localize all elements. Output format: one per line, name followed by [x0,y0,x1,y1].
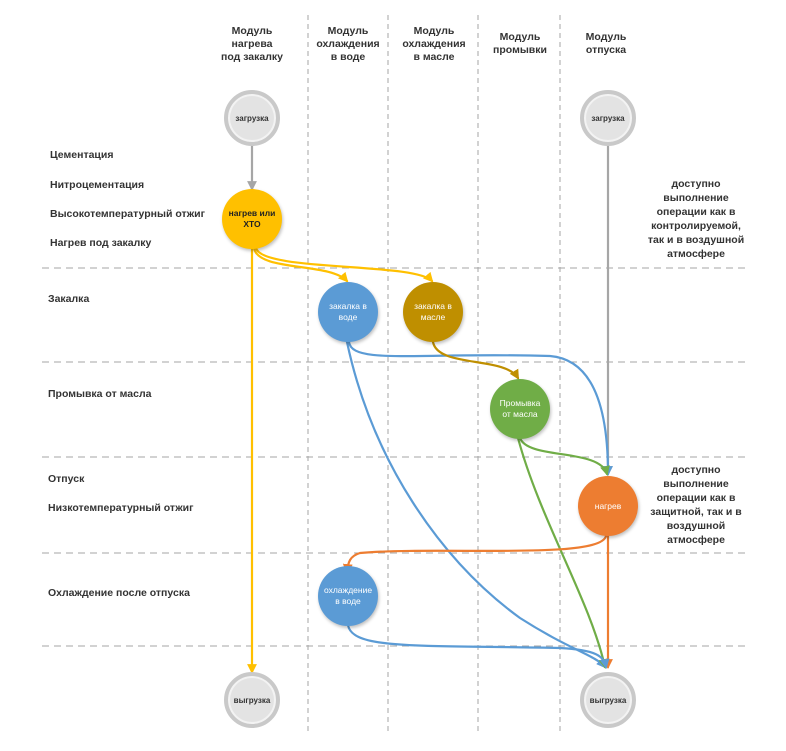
row-dividers [42,267,745,647]
arrow-heating-to-quench-oil [254,246,434,283]
arrow-quench-oil-to-wash [431,340,520,380]
arrow-wash-to-unload [516,436,609,669]
row-label-cementation: Цементация [50,149,114,161]
row-label-tempering: Отпуск [48,473,85,485]
arrow-cooling-to-unload [346,623,610,669]
arrow-wash-to-tempering [518,436,610,476]
row-label-low-temp-annealing: Низкотемпературный отжиг [48,502,194,514]
note-heating-atmosphere: доступно выполнение операции как в контр… [647,178,745,260]
arrow-heating-to-quench-water [252,246,349,283]
column-header-tempering: Модуль отпуска [585,31,627,56]
node-tempering-heat: нагрев [578,476,638,536]
node-quench-water: закалка в воде [318,282,378,342]
row-label-heating-for-quench: Нагрев под закалку [50,237,152,249]
row-label-high-temp-annealing: Высокотемпературный отжиг [50,208,206,220]
column-header-washing: Модуль промывки [493,31,547,56]
node-load-tempering: загрузка [580,90,636,146]
arrow-quench-water-to-unload [345,340,607,669]
node-oil-wash: Промывка от масла [490,379,550,439]
column-header-water-cooling: Модуль охлаждения в воде [316,25,380,63]
row-label-cooling-after-tempering: Охлаждение после отпуска [48,587,190,599]
node-unload-heating: выгрузка [224,672,280,728]
row-label-quench: Закалка [48,293,90,305]
column-header-heating: Модуль нагрева под закалку [221,25,283,63]
column-dividers [307,15,561,735]
row-label-nitrocementation: Нитроцементация [50,179,145,191]
column-header-oil-cooling: Модуль охлаждения в масле [402,25,466,63]
node-heating-hto: нагрев или ХТО [222,189,282,249]
node-load-heating: загрузка [224,90,280,146]
note-tempering-atmosphere: доступно выполнение операции как в защит… [650,464,742,546]
node-unload-tempering: выгрузка [580,672,636,728]
node-quench-oil: закалка в масле [403,282,463,342]
row-label-oil-wash: Промывка от масла [48,388,152,400]
node-cooling-water: охлаждение в воде [318,566,378,626]
arrow-tempering-to-cooling [342,534,608,574]
arrow-quench-water-to-tempering [347,340,613,476]
